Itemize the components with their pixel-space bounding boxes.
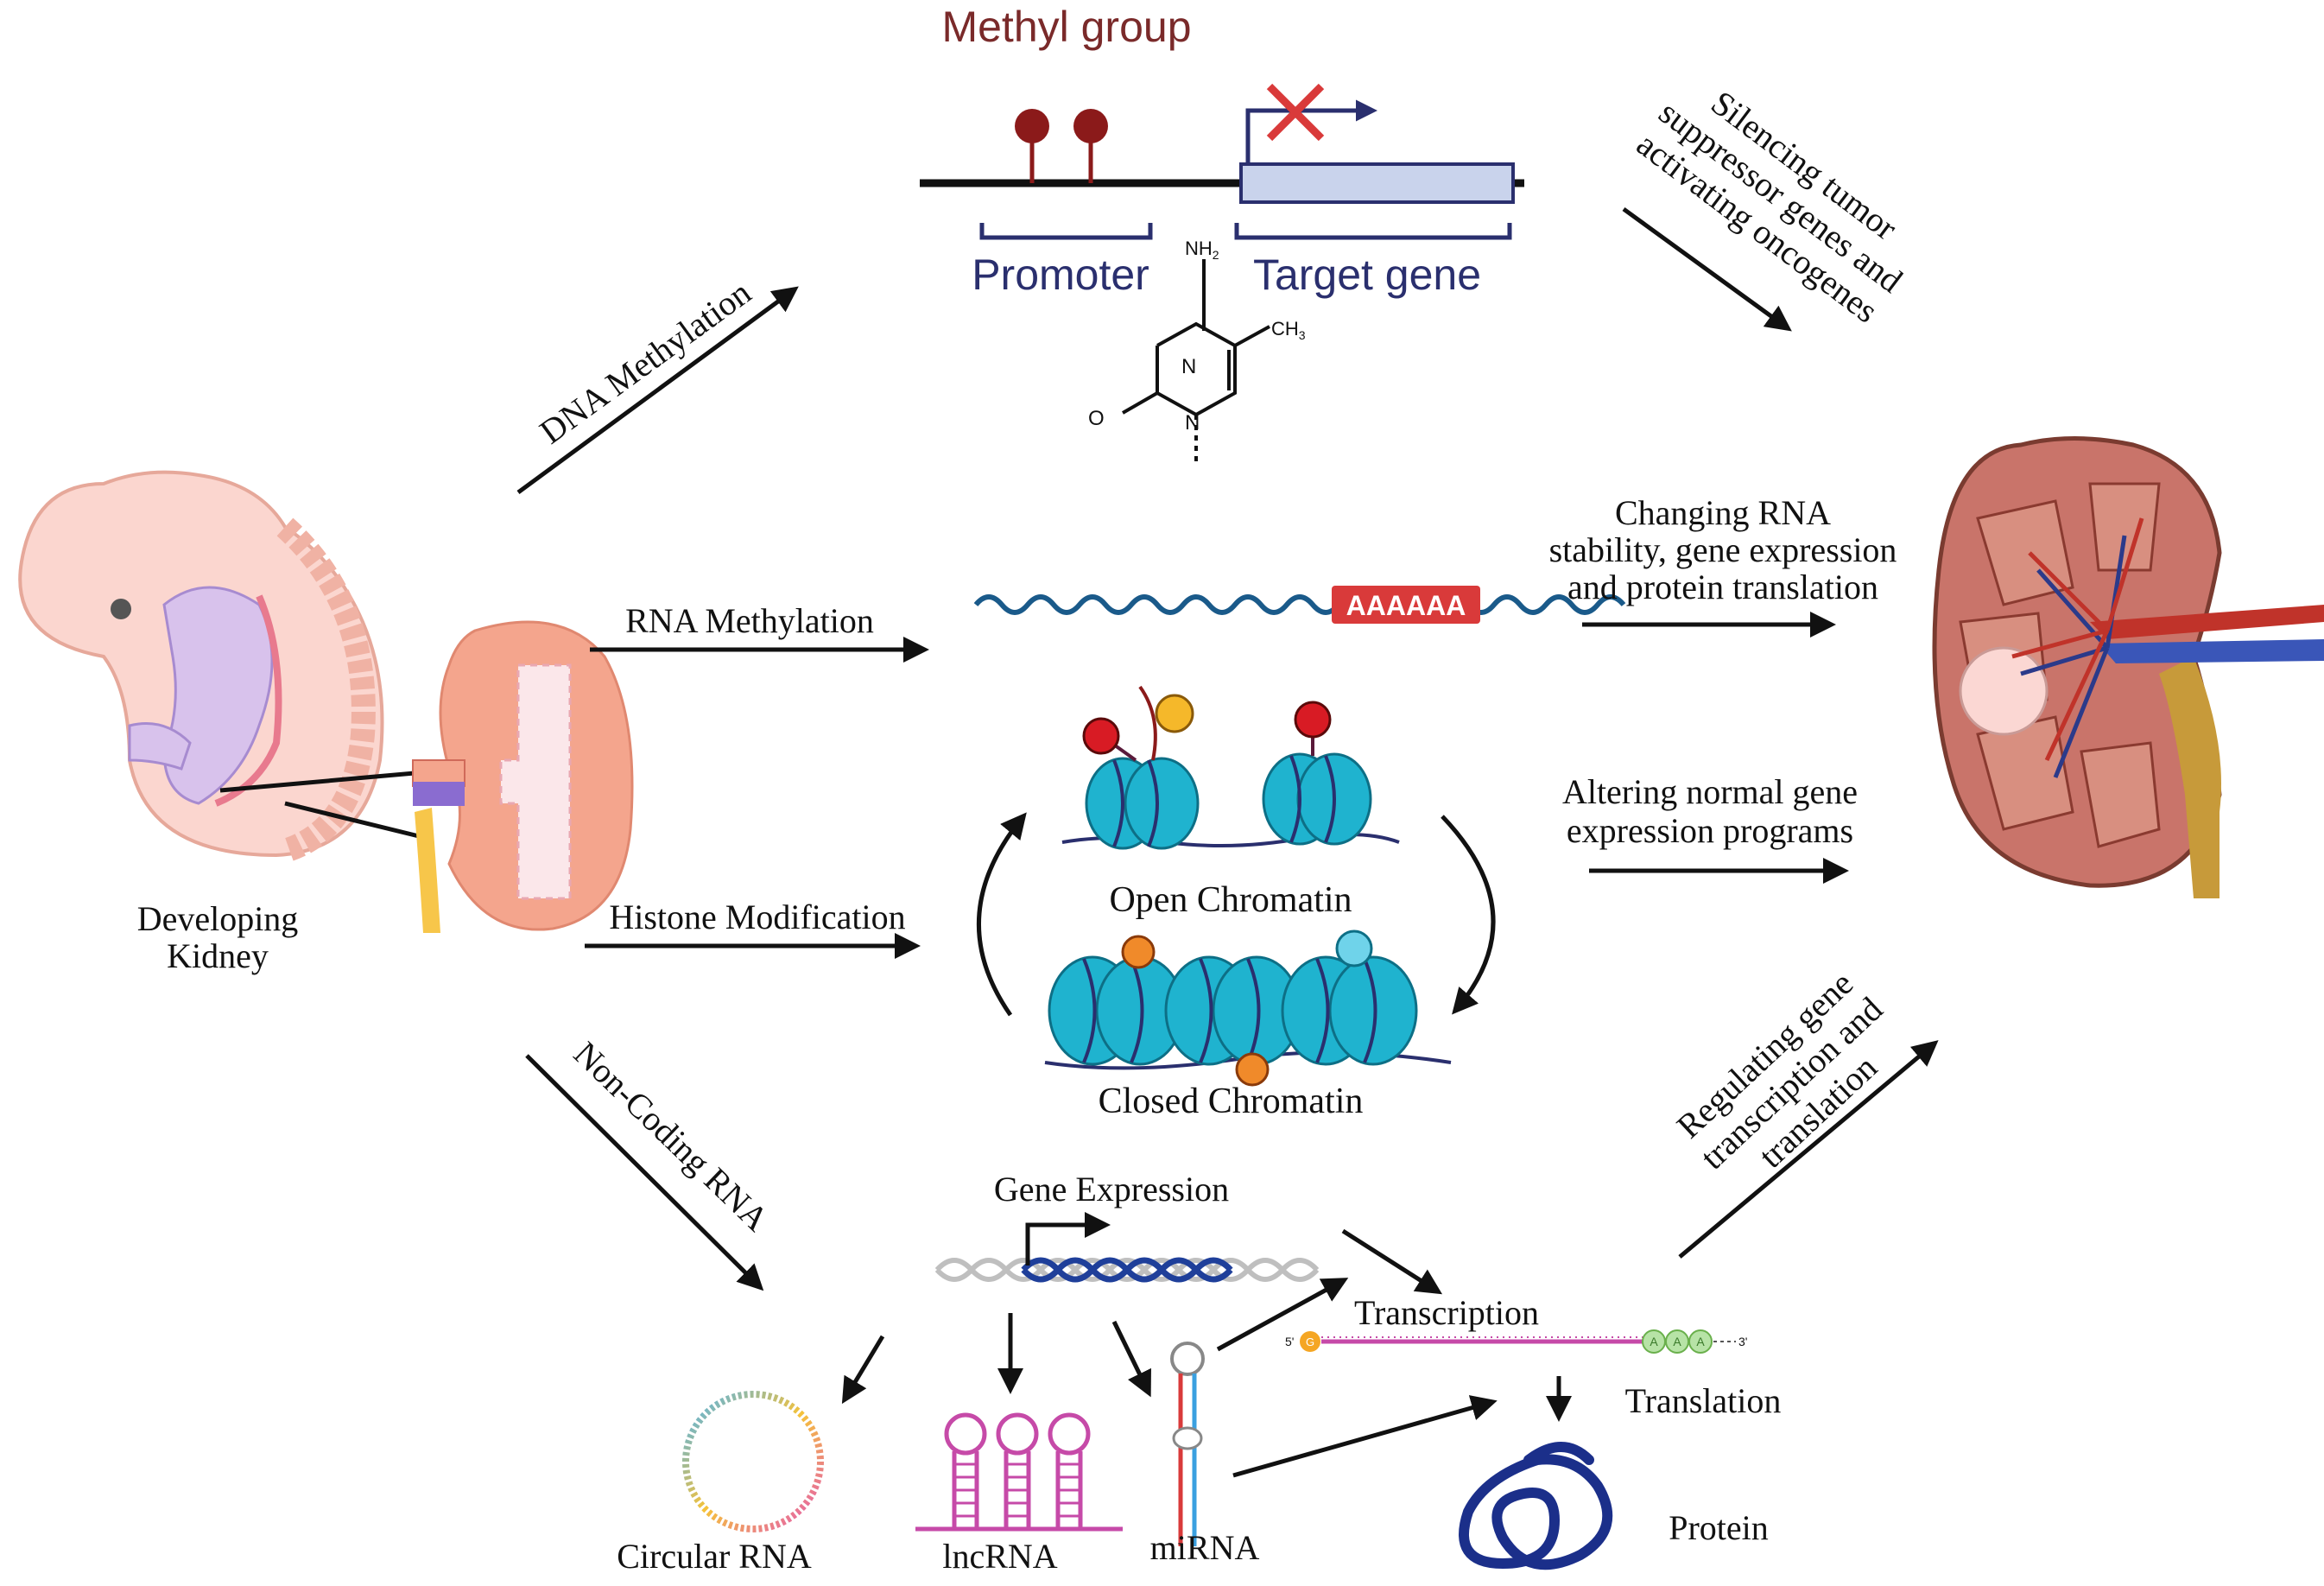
nh2-label: NH2: [1185, 238, 1219, 262]
non-coding-rna-arrow-icon: [525, 1054, 764, 1291]
cycle-arrow-right-icon: [1441, 815, 1496, 1015]
gene-expression-label: Gene Expression: [994, 1170, 1229, 1209]
dna-methylation-label: DNA Methylation: [533, 273, 758, 452]
protein-icon: [1459, 1442, 1613, 1570]
svg-text:and protein translation: and protein translation: [1567, 568, 1878, 606]
ch3-label: CH3: [1271, 318, 1306, 342]
kidney-cross-section-illustration: [1932, 436, 2324, 898]
target-gene-label: Target gene: [1253, 251, 1481, 299]
blocked-cross-icon: [1266, 83, 1325, 142]
silencing-arrow-icon: [1622, 206, 1792, 332]
mrna-wave: [973, 594, 1626, 615]
closed-chromatin-label: Closed Chromatin: [1099, 1082, 1364, 1121]
translation-label: Translation: [1625, 1381, 1782, 1420]
svg-text:Changing RNA: Changing RNA: [1615, 493, 1831, 532]
svg-text:G: G: [1306, 1335, 1314, 1348]
zoom-line-top: [219, 771, 415, 793]
mirna-icon: [1170, 1342, 1205, 1546]
circular-rna-label: Circular RNA: [617, 1537, 812, 1576]
svg-text:stability, gene expression: stability, gene expression: [1549, 530, 1897, 569]
developing-kidney-label-line2: Kidney: [167, 936, 269, 975]
non-coding-rna-label: Non-Coding RNA: [567, 1034, 776, 1239]
kidney-zoom-illustration: [412, 620, 634, 933]
altering-label: Altering normal gene expression programs: [1562, 772, 1858, 850]
mirna-to-transcription-arrow-icon: [1216, 1278, 1349, 1352]
dna-methylation-illustration: Methyl group Promoter Target gene: [920, 3, 1524, 299]
promoter-bracket: [979, 223, 1153, 240]
atom-n-bottom: N: [1185, 411, 1200, 435]
lncrna-label: lncRNA: [942, 1537, 1057, 1576]
target-gene-bracket: [1234, 223, 1512, 240]
svg-text:A: A: [1650, 1335, 1658, 1348]
target-gene-box: [1239, 162, 1515, 204]
zoom-line-bottom: [284, 801, 420, 839]
lncrna-icon: [915, 1412, 1123, 1532]
circular-rna-icon: [682, 1391, 824, 1532]
dna-double-helix-icon: [934, 1212, 1320, 1283]
atom-n-top: N: [1181, 355, 1196, 378]
methyl-pin-icon: [1015, 109, 1108, 183]
open-chromatin-illustration: [1061, 685, 1400, 850]
transcription-label: Transcription: [1354, 1293, 1539, 1332]
developing-kidney-label-line1: Developing: [137, 899, 299, 938]
arrow-to-transcription-icon: [1341, 1228, 1443, 1295]
silencing-label: Silencing tumor suppressor genes and act…: [1630, 83, 1909, 330]
open-chromatin-label: Open Chromatin: [1109, 880, 1352, 920]
transcription-start-arrow-icon: [1245, 99, 1377, 164]
regulating-arrow-icon: [1678, 1040, 1939, 1259]
svg-text:expression programs: expression programs: [1567, 811, 1853, 850]
svg-text:A: A: [1696, 1335, 1705, 1348]
rna-stability-label: Changing RNA stability, gene expression …: [1549, 493, 1897, 606]
closed-chromatin-illustration: [1044, 929, 1452, 1087]
arrow-to-mirna-icon: [1111, 1320, 1151, 1398]
methylcytosine-structure: [1122, 259, 1270, 466]
cycle-arrow-left-icon: [976, 812, 1027, 1017]
promoter-label: Promoter: [972, 251, 1149, 299]
svg-text:3': 3': [1738, 1335, 1747, 1348]
svg-text:5': 5': [1285, 1335, 1294, 1348]
mrna-transcript-icon: 5' G A A A 3': [1285, 1329, 1747, 1354]
methyl-group-label: Methyl group: [941, 3, 1191, 51]
protein-label: Protein: [1669, 1508, 1769, 1547]
mirna-to-translation-arrow-icon: [1232, 1395, 1498, 1478]
svg-text:A: A: [1673, 1335, 1681, 1348]
poly-a-tail: [1332, 586, 1480, 624]
embryo-illustration: [18, 470, 384, 863]
atom-o: O: [1088, 407, 1105, 430]
rna-methylation-label: RNA Methylation: [625, 601, 874, 640]
mirna-label: miRNA: [1150, 1528, 1260, 1567]
dna-methylation-arrow-icon: [516, 286, 799, 495]
regulating-label: Regulating gene transcription and transl…: [1669, 963, 1890, 1177]
arrow-to-circular-rna-icon: [841, 1335, 885, 1405]
svg-text:Altering normal gene: Altering normal gene: [1562, 772, 1858, 811]
histone-modification-label: Histone Modification: [609, 898, 905, 936]
poly-a-label: AAAAAA: [1346, 590, 1466, 621]
